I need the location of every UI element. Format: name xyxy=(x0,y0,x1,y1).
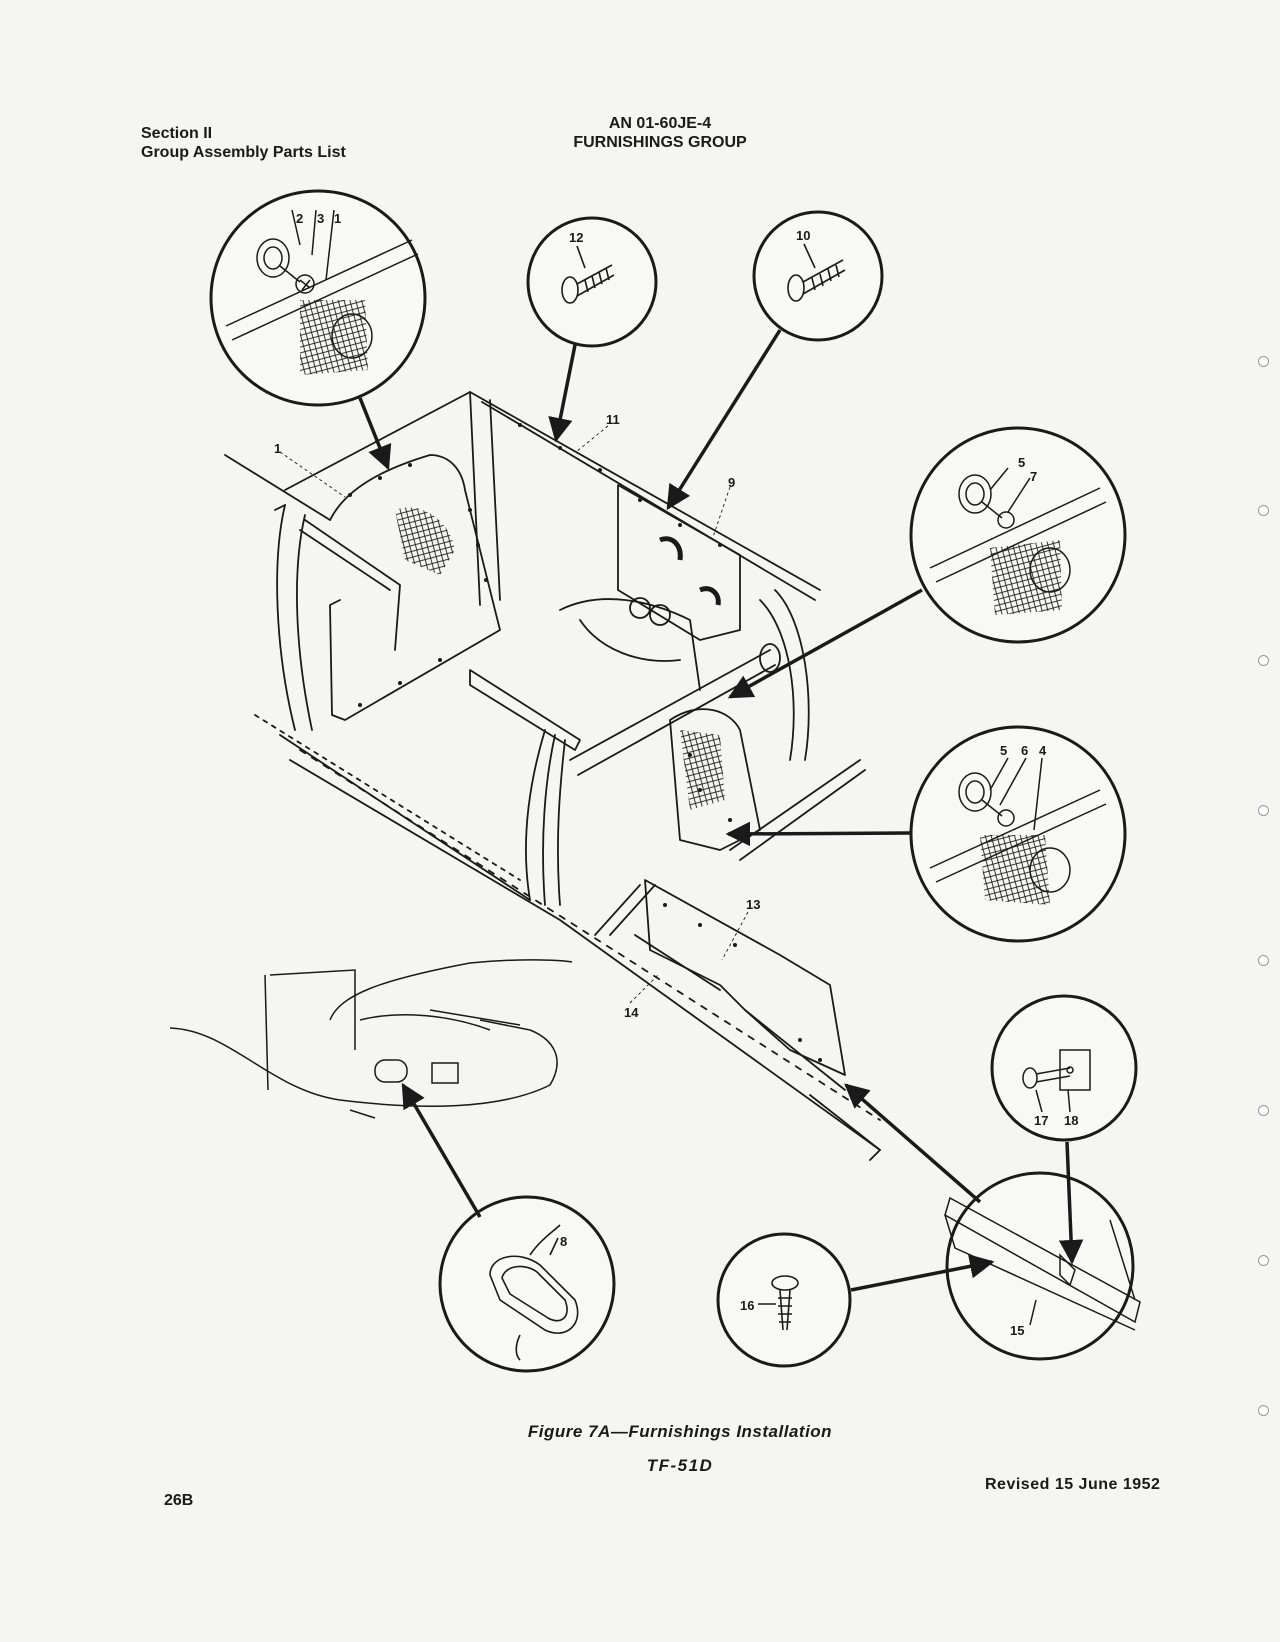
detail-circles xyxy=(209,189,1138,1373)
binder-hole xyxy=(1258,356,1269,367)
callout-1-detail: 1 xyxy=(334,211,341,226)
detail-arrows xyxy=(358,329,1084,1292)
binder-hole xyxy=(1258,805,1269,816)
callout-14: 14 xyxy=(624,1005,639,1020)
leader-lines xyxy=(279,425,749,1004)
binder-hole xyxy=(1258,1255,1269,1266)
detail-window-frame-8 xyxy=(489,1224,579,1361)
figure-caption: Figure 7A—Furnishings Installation xyxy=(527,1422,833,1441)
callout-9: 9 xyxy=(728,475,735,490)
callout-16: 16 xyxy=(740,1298,754,1313)
callout-10: 10 xyxy=(796,228,810,243)
callout-1: 1 xyxy=(274,441,281,456)
detail-screw-12 xyxy=(561,245,615,304)
cockpit-structure xyxy=(224,391,881,1161)
revision-date: Revised 15 June 1952 xyxy=(985,1476,1161,1493)
detail-screw-10 xyxy=(787,243,846,302)
callout-2: 2 xyxy=(296,211,303,226)
callout-13: 13 xyxy=(746,897,760,912)
group-title: FURNISHINGS GROUP xyxy=(573,134,747,151)
callout-5: 5 xyxy=(1018,455,1025,470)
detail-fastener-panel-5-6-4 xyxy=(929,757,1107,905)
callout-12: 12 xyxy=(569,230,583,245)
callout-15: 15 xyxy=(1010,1323,1024,1338)
figure-model: TF-51D xyxy=(646,1456,714,1475)
callout-5-detail: 5 xyxy=(1000,743,1007,758)
section-title: Section II xyxy=(141,125,213,142)
detail-fastener-panel-5-7 xyxy=(929,467,1107,615)
callout-11: 11 xyxy=(606,412,620,427)
binder-hole xyxy=(1258,505,1269,516)
seat-mesh-left xyxy=(395,507,455,575)
document-number: AN 01-60JE-4 xyxy=(608,115,712,132)
aircraft-silhouette xyxy=(169,959,573,1119)
detail-fastener-panel-1 xyxy=(225,209,419,375)
document-header: AN 01-60JE-4 FURNISHINGS GROUP xyxy=(560,114,760,152)
callout-labels: 1 2 3 1 4 5 5 6 7 8 9 10 11 12 13 14 15 … xyxy=(274,211,1078,1338)
callout-4: 4 xyxy=(1039,743,1047,758)
section-header: Section II Group Assembly Parts List xyxy=(141,124,346,162)
section-subtitle: Group Assembly Parts List xyxy=(141,144,346,161)
callout-7: 7 xyxy=(1030,469,1037,484)
callout-18: 18 xyxy=(1064,1113,1078,1128)
detail-screw-16 xyxy=(758,1275,799,1331)
callout-6: 6 xyxy=(1021,743,1028,758)
callout-17: 17 xyxy=(1034,1113,1048,1128)
page-number: 26B xyxy=(164,1492,194,1509)
seat-mesh-right xyxy=(680,730,725,810)
control-levers xyxy=(659,536,721,606)
binder-hole xyxy=(1258,955,1269,966)
binder-hole xyxy=(1258,1405,1269,1416)
detail-bolt-clip-17-18 xyxy=(1022,1049,1091,1113)
callout-8: 8 xyxy=(560,1234,567,1249)
binder-hole xyxy=(1258,655,1269,666)
callout-3: 3 xyxy=(317,211,324,226)
detail-bracket-15 xyxy=(944,1196,1141,1331)
rivet-dots xyxy=(348,423,822,1062)
binder-hole xyxy=(1258,1105,1269,1116)
